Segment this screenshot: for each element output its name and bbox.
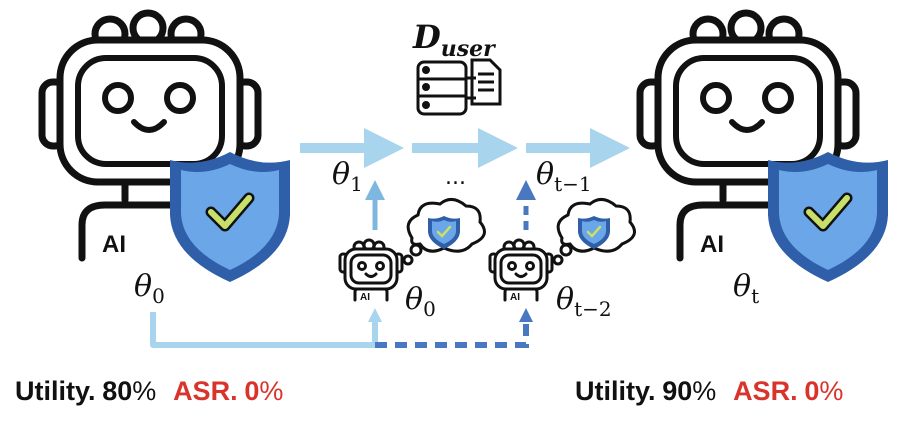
small-robot-2 [488,238,554,302]
connector-dashed-head [519,308,533,322]
robot-right [636,9,860,262]
small-robot-2-badge: AI [510,292,520,303]
step-t1-theta: θt−1 [536,157,592,196]
connector-dashed [375,318,529,348]
small-robot-1 [338,238,404,302]
shield-icon [428,216,460,249]
database-icon [416,60,468,116]
metrics-left: Utility. 80% ASR. 0% [15,376,283,406]
dataset-label: Duser [412,18,496,62]
metrics-right: Utility. 90% ASR. 0% [575,376,843,406]
small-robot-2-theta: θt−2 [556,282,612,321]
step-1-theta: θ1 [332,157,363,196]
robot-left-theta: θ0 [134,269,165,308]
document-icon [466,58,502,106]
small-robot-1-theta: θ0 [405,282,436,321]
robot-right-badge: AI [700,231,724,258]
ellipsis: ... [445,165,466,190]
shield-icon [578,216,610,249]
robot-left-badge: AI [102,231,126,258]
connector-light [150,312,378,348]
robot-right-theta: θt [733,269,759,308]
shield-icon [170,152,290,282]
shield-icon [768,152,888,282]
robot-left [38,9,262,262]
small-robot-1-badge: AI [360,292,370,303]
connector-light-head [368,308,382,322]
